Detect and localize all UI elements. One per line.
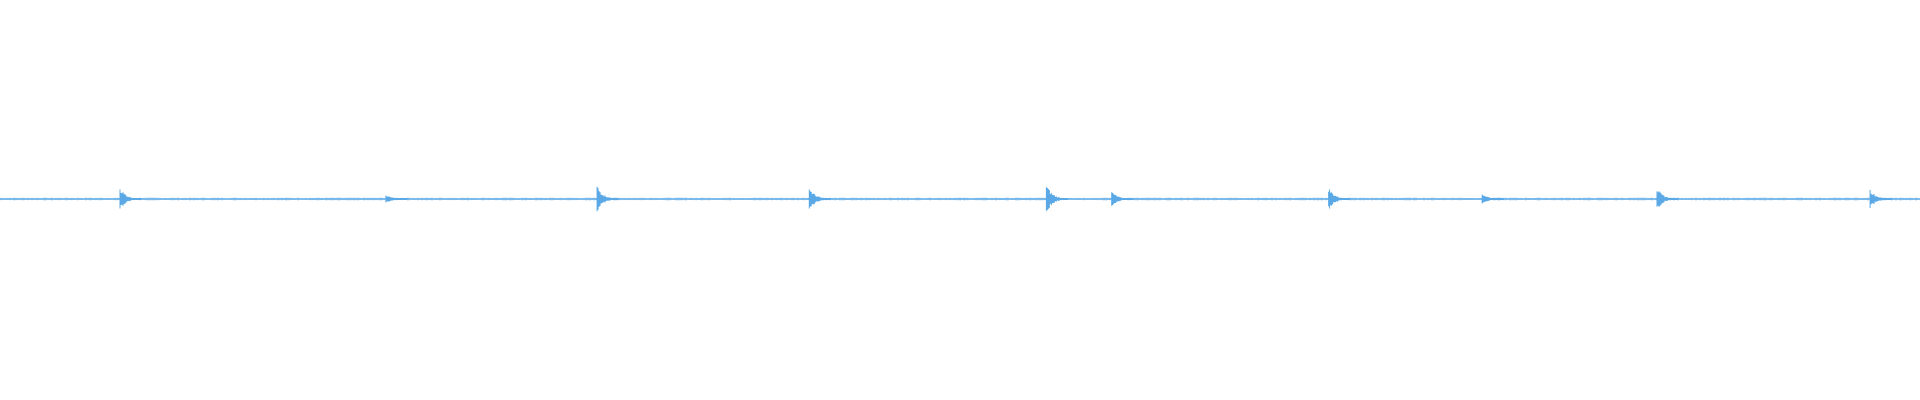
waveform-burst-7 bbox=[1328, 189, 1351, 209]
waveform-burst-8 bbox=[1481, 194, 1504, 204]
waveform-burst-9 bbox=[1656, 191, 1679, 207]
waveform-burst-4 bbox=[808, 189, 831, 209]
waveform-burst-10 bbox=[1869, 189, 1892, 209]
waveform-burst-5 bbox=[1045, 187, 1068, 211]
waveform-burst-1 bbox=[119, 189, 142, 209]
waveform-burst-3 bbox=[596, 186, 619, 212]
waveform-burst-6 bbox=[1111, 192, 1134, 206]
waveform-burst-2 bbox=[385, 195, 408, 203]
waveform-bursts bbox=[0, 186, 1919, 212]
